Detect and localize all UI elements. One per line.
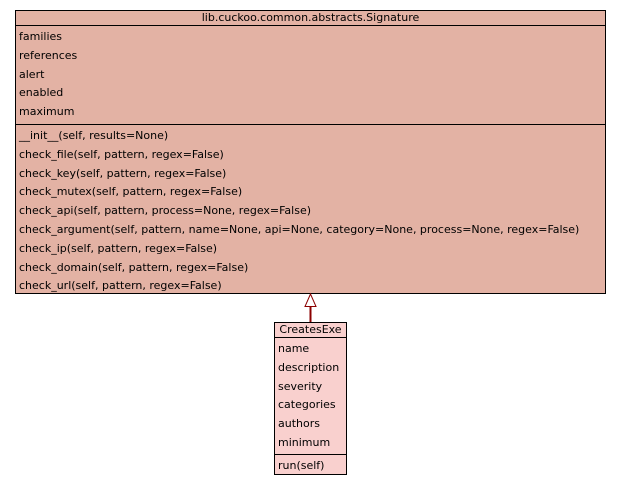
base-class-attribute: references [19,48,78,62]
base-class-method: check_argument(self, pattern, name=None,… [19,222,580,236]
derived-class-attribute: severity [278,379,323,393]
base-class-method: check_ip(self, pattern, regex=False) [19,241,218,255]
derived-class-attribute: description [278,360,340,374]
base-class-attribute: alert [19,67,45,81]
base-class-method: check_url(self, pattern, regex=False) [19,279,222,293]
base-class-attribute: maximum [19,105,75,119]
base-class-name: lib.cuckoo.common.abstracts.Signature [16,11,605,26]
base-class-attributes: families references alert enabled maximum [16,26,605,124]
base-class-method: check_file(self, pattern, regex=False) [19,147,224,161]
derived-class-name: CreatesExe [275,323,346,338]
base-class-method: __init__(self, results=None) [19,129,169,142]
base-class-attribute: families [19,30,62,43]
base-class-method: check_mutex(self, pattern, regex=False) [19,185,243,199]
derived-class-methods: run(self) [275,454,346,478]
derived-class-attributes: name description severity categories authors… [275,338,346,454]
derived-class-attribute: name [278,342,310,355]
base-class-method: check_domain(self, pattern, regex=False) [19,260,249,274]
base-class-methods: __init__(self, results=None) check_file(s… [16,124,605,298]
derived-class-method: run(self) [278,459,325,472]
inheritance-arrowhead [304,292,317,307]
derived-class-attribute: categories [278,398,336,412]
derived-class-attribute: minimum [278,435,331,449]
base-class-attribute: enabled [19,86,64,100]
derived-class-attribute: authors [278,417,320,431]
derived-class-box[interactable]: CreatesExe name description severity catego… [274,322,347,475]
base-class-method: check_key(self, pattern, regex=False) [19,166,227,180]
base-class-method: check_api(self, pattern, process=None, r… [19,204,312,218]
base-class-box[interactable]: lib.cuckoo.common.abstracts.Signature fa… [15,10,606,294]
